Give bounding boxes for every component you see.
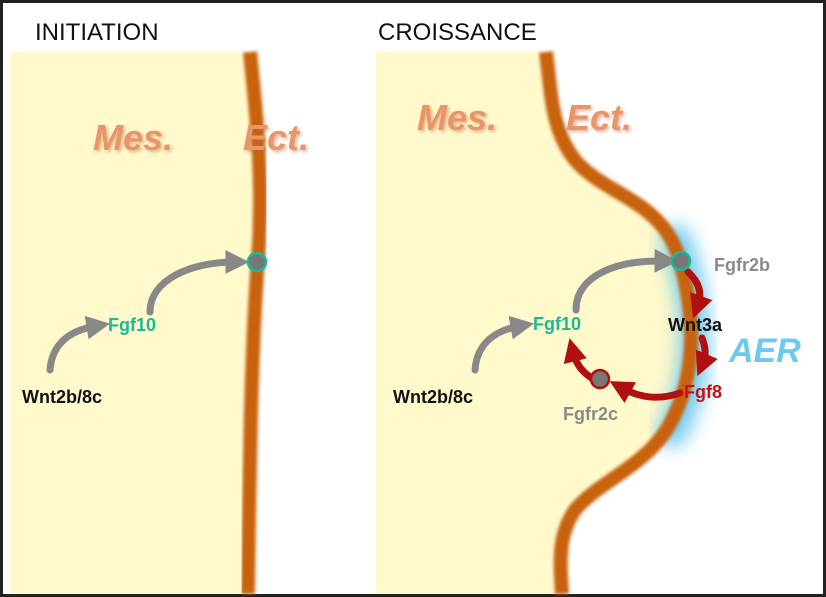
arrow-wnt3a-to-fgf8: [695, 334, 718, 377]
fgfr2b-receptor-dot: [670, 250, 692, 272]
gene-wnt2b-8c: Wnt2b/8c: [22, 387, 102, 407]
ectoderm-label: Ect.: [243, 117, 309, 158]
ectoderm-label: Ect.: [566, 97, 632, 138]
gene-wnt3a: Wnt3a: [668, 315, 723, 335]
panel-title-croissance: CROISSANCE: [378, 19, 537, 46]
panel-croissance: CROISSANCE Mes. Ect. Fgf10 Wnt2b/8c Fgfr…: [376, 19, 801, 595]
panel-title-initiation: INITIATION: [35, 19, 159, 46]
arrow-wnt-to-fgf10: [471, 315, 535, 374]
arrow-fgf10-to-ectoderm: [146, 250, 250, 316]
gene-wnt2b-8c: Wnt2b/8c: [393, 387, 473, 407]
receptor-dot: [246, 251, 268, 273]
ectoderm-layer: [539, 51, 699, 595]
gene-fgf10: Fgf10: [108, 315, 156, 335]
arrow-fgf10-to-fgfr2b: [572, 248, 679, 314]
arrow-fgfr2b-to-wnt3a: [684, 268, 713, 319]
gene-fgfr2b: Fgfr2b: [714, 255, 770, 275]
arrow-wnt-to-fgf10: [46, 315, 111, 374]
ectoderm-layer: [241, 51, 268, 595]
gene-fgf10: Fgf10: [533, 314, 581, 334]
mesenchyme-label: Mes.: [417, 97, 497, 138]
gene-fgfr2c: Fgfr2c: [563, 404, 618, 424]
fgfr2c-receptor-dot: [589, 368, 611, 390]
panel-initiation: INITIATION Mes. Ect. Fgf10 Wnt2b/8c: [10, 19, 309, 595]
mesenchyme-label: Mes.: [93, 117, 173, 158]
gene-fgf8: Fgf8: [684, 382, 722, 402]
arrow-fgf8-to-fgfr2c: [609, 381, 684, 404]
aer-label: AER: [728, 332, 801, 370]
mesenchyme-region: [10, 52, 261, 594]
